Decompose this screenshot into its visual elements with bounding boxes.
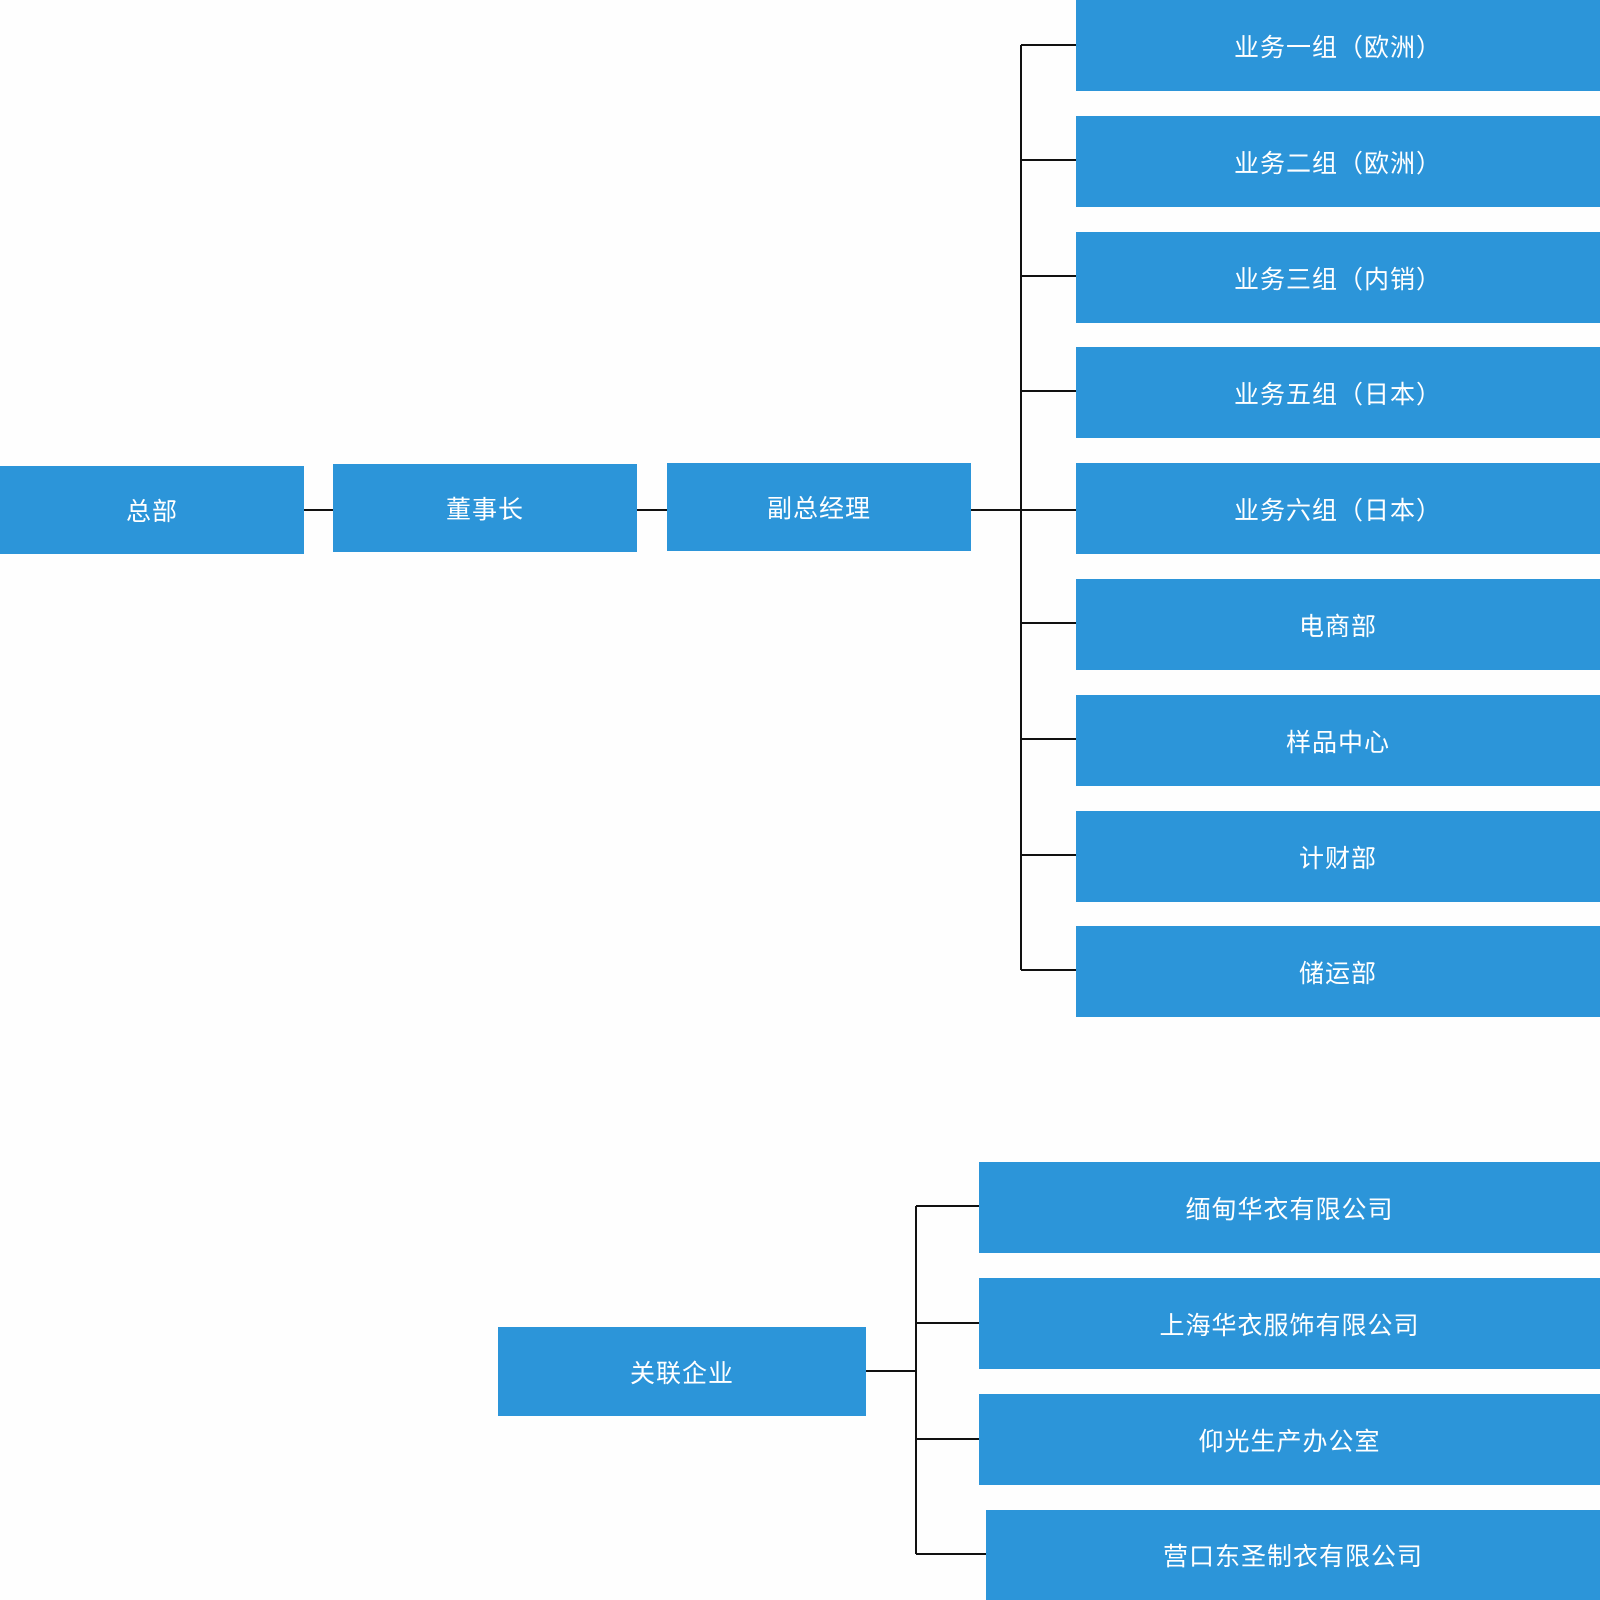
node-affiliate-company: 缅甸华衣有限公司 (979, 1162, 1600, 1253)
node-department: 业务三组（内销） (1076, 232, 1600, 323)
node-department: 业务五组（日本） (1076, 347, 1600, 438)
node-headquarters: 总部 (0, 466, 304, 554)
node-department: 电商部 (1076, 579, 1600, 670)
node-vice-general-manager: 副总经理 (667, 463, 971, 551)
node-department: 业务一组（欧洲） (1076, 0, 1600, 91)
node-affiliate-company: 营口东圣制衣有限公司 (986, 1510, 1600, 1600)
node-affiliate-company: 上海华衣服饰有限公司 (979, 1278, 1600, 1369)
node-affiliate-company: 仰光生产办公室 (979, 1394, 1600, 1485)
node-chairman: 董事长 (333, 464, 637, 552)
node-department: 储运部 (1076, 926, 1600, 1017)
node-department: 业务二组（欧洲） (1076, 116, 1600, 207)
node-department: 业务六组（日本） (1076, 463, 1600, 554)
node-department: 样品中心 (1076, 695, 1600, 786)
node-department: 计财部 (1076, 811, 1600, 902)
node-affiliates: 关联企业 (498, 1327, 866, 1416)
